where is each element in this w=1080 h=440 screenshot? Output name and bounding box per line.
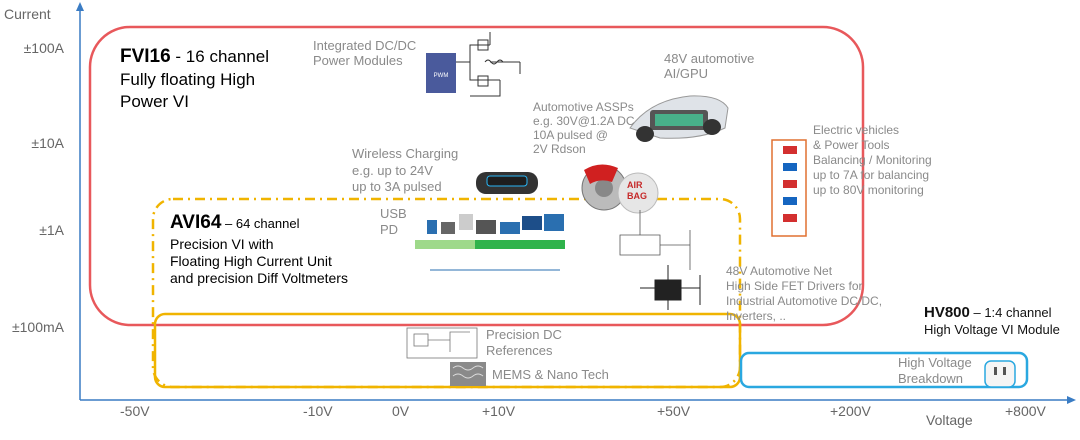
auto48v-label-1: 48V automotive [664, 51, 755, 66]
net48v-label-3: Industrial Automotive DC/DC, [726, 294, 883, 308]
y-tick-1a: ±1A [39, 222, 64, 238]
net48v-label-1: 48V Automotive Net [726, 264, 833, 278]
airbag-icon [617, 172, 659, 214]
wireless-label-1: Wireless Charging [352, 146, 459, 161]
x-axis-title: Voltage [926, 412, 973, 428]
battery-pack-icon [771, 139, 807, 237]
wireless-label-2: e.g. up to 24V [352, 163, 433, 178]
fet-driver-icon [640, 265, 701, 310]
x-tick-50v: +50V [657, 403, 691, 419]
usb-label-1: USB [380, 206, 407, 221]
assp-label-2: e.g. 30V@1.2A DC [533, 114, 635, 128]
dcdc-label-1: Integrated DC/DC [313, 38, 417, 53]
wireless-charger-icon [476, 172, 538, 194]
fvi16-line2: Fully floating High [120, 70, 256, 89]
avi64-name: AVI64 [170, 212, 222, 233]
assp-label-4: 2V Rdson [533, 142, 586, 156]
y-axis-arrow [76, 2, 84, 11]
avi64-line2: Precision VI with [170, 236, 274, 252]
fvi16-subtitle: - 16 channel [170, 47, 269, 66]
assp-label-1: Automotive ASSPs [533, 100, 634, 114]
dc-ref-label-2: References [486, 343, 553, 358]
fvi16-line3: Power VI [120, 92, 189, 111]
assp-schematic-icon [619, 210, 691, 270]
auto48v-label-2: AI/GPU [664, 66, 709, 81]
hv-breakdown-label-1: High Voltage [898, 355, 972, 370]
y-tick-10a: ±10A [31, 135, 64, 151]
avi64-subtitle: – 64 channel [221, 216, 300, 231]
mems-chip-icon [450, 362, 486, 386]
fvi16-region [88, 25, 865, 327]
x-tick-800v: +800V [1005, 403, 1046, 419]
y-axis-title: Current [4, 6, 51, 22]
y-tick-100ma: ±100mA [11, 319, 64, 335]
ev-label-3: Balancing / Monitoring [813, 153, 932, 167]
power-socket-icon [984, 360, 1016, 388]
ev-label-4: up to 7A for balancing [813, 168, 930, 182]
usb-devices-icon [415, 214, 565, 271]
dc-ref-label-1: Precision DC [486, 327, 562, 342]
x-tick-200v: +200V [830, 403, 871, 419]
wireless-label-3: up to 3A pulsed [352, 179, 442, 194]
net48v-label-4: Inverters, .. [726, 309, 787, 323]
assp-label-3: 10A pulsed @ [533, 128, 608, 142]
avi64-region [151, 197, 742, 389]
hv800-region [739, 351, 1029, 389]
x-tick-minus10v: -10V [303, 403, 333, 419]
ev-label-1: Electric vehicles [813, 123, 900, 137]
fvi16-name: FVI16 [120, 46, 171, 67]
dc-reference-icon [406, 327, 478, 359]
airbag-text-2: BAG [627, 191, 647, 201]
x-tick-minus50v: -50V [120, 403, 150, 419]
brake-disc-icon [581, 164, 627, 211]
hv800-name: HV800 [924, 304, 970, 321]
hv-breakdown-label-2: Breakdown [898, 371, 964, 386]
dcdc-schematic-icon [426, 32, 521, 97]
hv800-subtitle: – 1:4 channel [969, 305, 1052, 320]
net48v-label-2: High Side FET Drivers for [726, 279, 863, 293]
ev-label-5: up to 80V monitoring [813, 183, 924, 197]
y-tick-100a: ±100A [23, 40, 64, 56]
x-tick-10v: +10V [482, 403, 516, 419]
avi64-line3: Floating High Current Unit [170, 253, 332, 269]
ev-label-2: & Power Tools [813, 138, 890, 152]
hv800-line2: High Voltage VI Module [924, 322, 1060, 337]
airbag-text-1: AIR [627, 180, 643, 190]
pwm-label: PWM [434, 73, 449, 79]
avi64-low-current-region [153, 312, 742, 389]
hv800-heading: HV800 – 1:4 channel [924, 304, 1052, 322]
dcdc-label-2: Power Modules [313, 53, 403, 68]
mems-label: MEMS & Nano Tech [492, 367, 609, 382]
x-tick-0v: 0V [392, 403, 410, 419]
car-chassis-icon [629, 95, 729, 142]
avi64-line4: and precision Diff Voltmeters [170, 270, 348, 286]
x-axis-arrow [1067, 396, 1076, 404]
usb-label-2: PD [380, 222, 399, 237]
fvi16-heading: FVI16 - 16 channel [120, 46, 269, 68]
avi64-heading: AVI64 – 64 channel [170, 212, 299, 234]
